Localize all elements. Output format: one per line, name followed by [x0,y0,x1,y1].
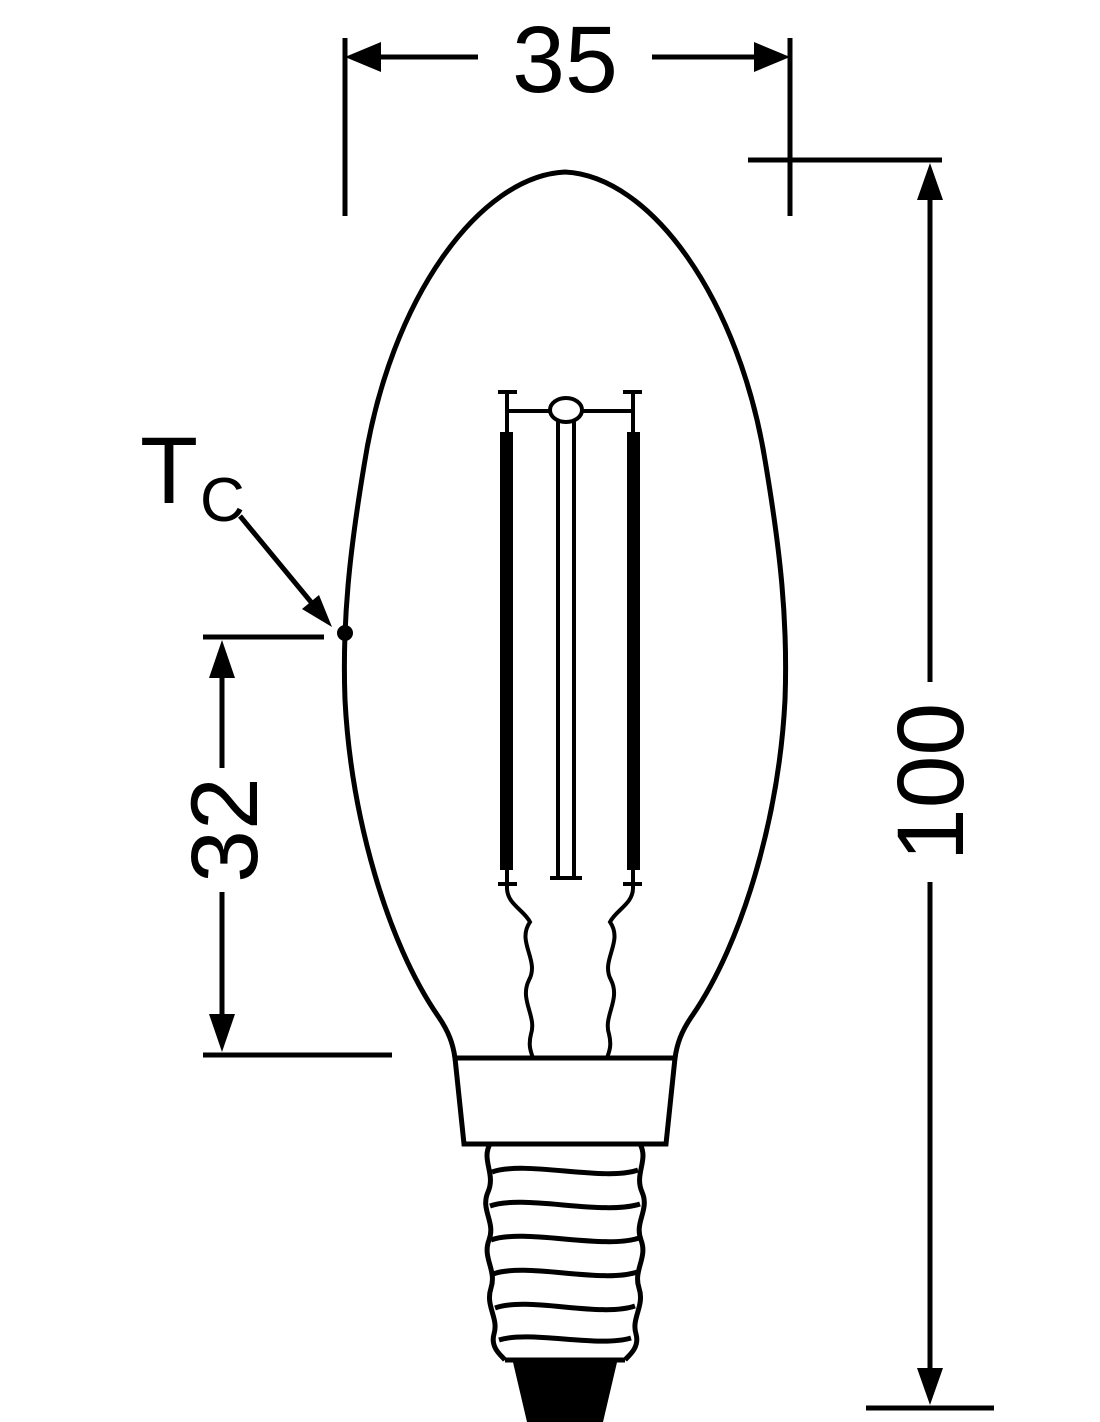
bulb [341,169,789,1422]
width-dimension: 35 [342,7,793,216]
tc-label-sub: C [200,466,245,535]
screw-thread-line-3 [490,1233,640,1245]
height-dimension-label: 100 [878,703,984,862]
screw-edge-right [623,1142,647,1362]
height-dimension: 100 [748,157,994,1411]
screw-thread-line-2 [489,1199,641,1211]
glass-height-dimension: 32 [172,634,392,1058]
screw-base [483,1142,647,1363]
screw-thread-line-4 [492,1267,638,1279]
glass-height-arrow-top [209,640,235,678]
width-dimension-label: 35 [512,7,618,113]
screw-thread-line-1 [491,1165,639,1177]
base-contact-tip [512,1358,618,1422]
base-collar [452,1055,678,1147]
stem-exhaust-loop [548,396,584,424]
height-arrow-bottom [917,1368,943,1405]
height-arrow-top [917,163,943,200]
screw-thread-line-6 [498,1334,632,1344]
tc-label: TC [140,418,245,535]
tc-label-main: T [140,418,198,524]
bulb-glass-outline [341,169,789,1061]
glass-height-arrow-bottom [209,1014,235,1052]
screw-edge-left [483,1142,507,1362]
filament-rod-right [627,432,640,870]
width-arrow-right [754,42,790,72]
tc-leader-arrowhead [302,595,332,627]
stem-wire-right [605,887,635,1059]
stem-wire-left [505,887,535,1059]
screw-thread-line-5 [494,1301,636,1313]
filament-assembly [498,390,642,1059]
glass-height-dimension-label: 32 [172,777,278,883]
width-arrow-left [345,42,381,72]
filament-rod-left [500,432,513,870]
tc-annotation: TC [140,418,353,641]
tc-leader-line [238,514,313,604]
